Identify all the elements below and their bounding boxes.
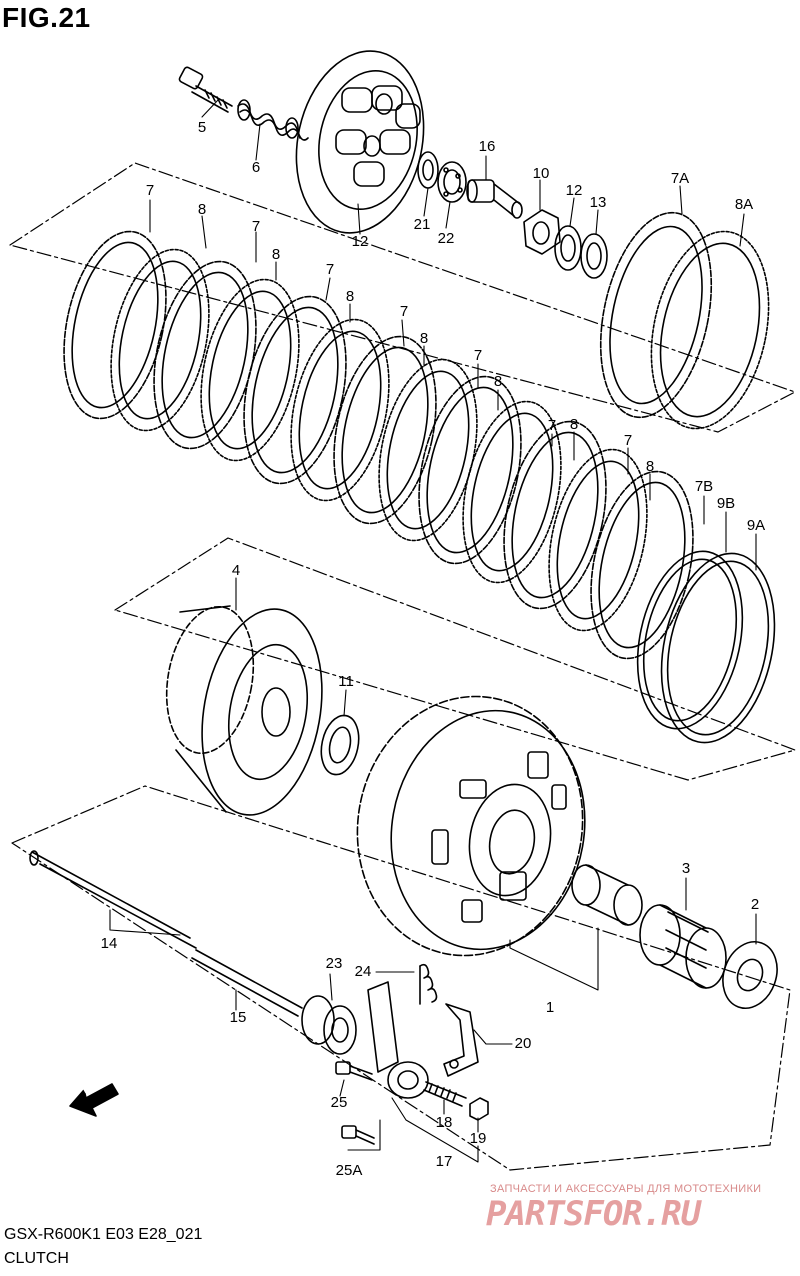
seat-ring-part	[660, 552, 776, 744]
release-arm-part	[367, 981, 429, 1099]
bearing-part	[437, 161, 467, 203]
section-name: CLUTCH	[4, 1250, 69, 1267]
shaft-group-frame	[11, 785, 791, 1171]
adjuster-bolt-part	[423, 1081, 467, 1107]
watermark-logo: PARTSFOR.RU	[486, 1194, 701, 1234]
callout-label: 15	[229, 1009, 247, 1026]
callout-label: 20	[514, 1035, 532, 1052]
callout-label: 24	[354, 963, 372, 980]
callout-label: 10	[532, 165, 550, 182]
drive-plate-part	[599, 211, 713, 419]
callout-label: 16	[478, 138, 496, 155]
callout-label: 7	[145, 182, 155, 199]
return-spring-part	[419, 963, 438, 1005]
callout-label: 7	[623, 432, 633, 449]
callout-label: 13	[589, 194, 607, 211]
callout-label: 7	[547, 417, 557, 434]
push-rod-part	[191, 949, 303, 1017]
callout-label: 7	[399, 303, 409, 320]
model-code: GSX-R600K1 E03 E28_021	[4, 1226, 203, 1243]
bolt-part	[335, 1061, 373, 1081]
callout-label: 11	[338, 673, 354, 690]
figure-title: FIG.21	[2, 2, 91, 33]
pressure-plate-part	[295, 50, 425, 234]
callout-label: 7	[251, 218, 261, 235]
lifter-rod-part	[466, 179, 523, 219]
clutch-housing-part	[356, 695, 586, 957]
plate-stack-frame	[9, 162, 796, 433]
callout-label: 18	[435, 1114, 453, 1131]
callout-label: 14	[100, 935, 118, 952]
needle-bearing-part	[639, 904, 727, 989]
callout-label: 1	[545, 999, 555, 1016]
watermark-tagline: ЗАПЧАСТИ И АКСЕССУАРЫ ДЛЯ МОТОТЕХНИКИ	[490, 1183, 762, 1195]
callout-label: 7A	[670, 170, 690, 187]
callout-label: 2	[750, 896, 760, 913]
callout-label: 5	[197, 119, 207, 136]
bolt-part	[341, 1125, 375, 1145]
callout-label: 3	[681, 860, 691, 877]
push-rod-part	[29, 850, 197, 949]
callout-label: 8	[493, 373, 503, 390]
bracket-part	[443, 1003, 479, 1077]
callout-label: 25A	[335, 1162, 363, 1179]
callout-label: 22	[437, 230, 455, 247]
callout-label: 8	[345, 288, 355, 305]
callout-label: 17	[435, 1153, 453, 1170]
callout-label: 8	[197, 201, 207, 218]
callout-label: 12	[351, 233, 369, 250]
callout-label: 8	[569, 416, 579, 433]
callout-label: 6	[251, 159, 261, 176]
clutch-plate-stack	[63, 230, 694, 660]
driven-plate-part	[650, 230, 770, 430]
nut-part	[469, 1097, 489, 1121]
callout-label: 8	[419, 330, 429, 347]
fwd-arrow-icon	[69, 1083, 119, 1117]
leader-lines	[109, 99, 757, 1163]
callout-label: 9B	[716, 495, 736, 512]
callout-label: 7B	[694, 478, 714, 495]
callout-label: 12	[565, 182, 583, 199]
callout-label: 25	[330, 1094, 348, 1111]
sleeve-hub-part	[165, 605, 323, 816]
hub-group-frame	[114, 537, 796, 781]
callout-label: 7	[473, 347, 483, 364]
callout-label: 8	[645, 458, 655, 475]
bolt-part	[178, 66, 233, 113]
thrust-washer-part	[320, 714, 360, 776]
washer-part	[554, 225, 582, 271]
oil-seal-part	[301, 995, 357, 1055]
callout-label: 19	[469, 1130, 487, 1147]
callout-label: 21	[413, 216, 431, 233]
spacer-part	[571, 864, 643, 926]
callout-label: 7	[325, 261, 335, 278]
callout-label: 4	[231, 562, 241, 579]
callout-label: 23	[325, 955, 343, 972]
callout-label: 8	[271, 246, 281, 263]
nut-part	[523, 209, 561, 255]
thrust-washer-part	[722, 941, 778, 1009]
callout-label: 8A	[734, 196, 754, 213]
washer-part	[417, 151, 439, 189]
spring-part	[237, 99, 309, 141]
washer-part	[580, 233, 608, 279]
callout-label: 9A	[746, 517, 766, 534]
